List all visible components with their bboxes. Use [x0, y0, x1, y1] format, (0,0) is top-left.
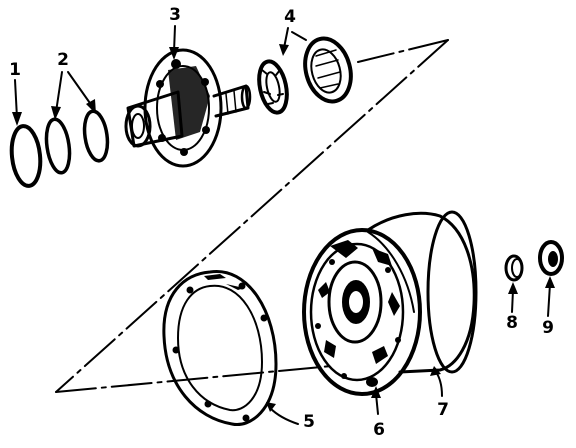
callout-9: 9	[542, 318, 554, 338]
callout-1: 1	[9, 60, 21, 80]
part-8-bushing	[504, 254, 524, 282]
part-1-snap-ring	[9, 124, 43, 188]
part-9-seal	[538, 240, 564, 276]
part-6-pump-body	[302, 228, 422, 396]
part-3-stator-support	[124, 48, 252, 168]
callout-6: 6	[373, 420, 385, 440]
part-4-bearing-assembly	[257, 36, 353, 115]
part-5-gasket	[162, 270, 278, 427]
callout-7: 7	[437, 400, 449, 420]
part-7-housing	[366, 210, 478, 374]
callout-8: 8	[506, 313, 518, 333]
part-2-seal-rings	[44, 109, 110, 175]
callout-2: 2	[57, 50, 69, 70]
separator-lines	[55, 39, 449, 393]
leader-lines	[12, 25, 555, 425]
callout-3: 3	[169, 5, 181, 25]
callout-5: 5	[303, 412, 315, 432]
callout-4: 4	[284, 7, 296, 27]
